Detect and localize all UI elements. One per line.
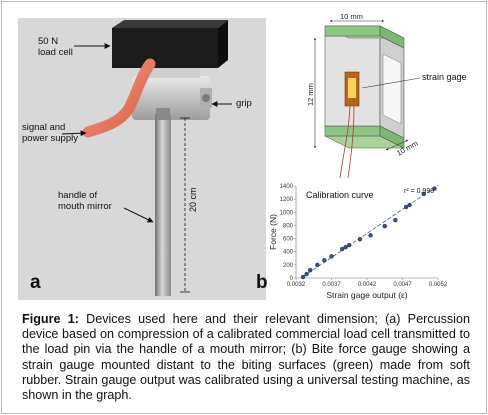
figure-artwork: 0.0032 0.0037 0.0042 0.0047 0.0052 0 200 400 600…	[18, 18, 448, 300]
label-length-20cm: 20 cm	[188, 187, 198, 212]
figure-caption: Figure 1: Devices used here and their re…	[22, 312, 470, 403]
x-tick-label: 0.0047	[393, 282, 412, 288]
figure-caption-text: Devices used here and their relevant dim…	[22, 312, 470, 403]
x-tick-label: 0.0032	[287, 282, 306, 288]
label-strain-gage: strain gage	[422, 72, 467, 82]
data-point	[315, 262, 320, 268]
y-tick-label: 1400	[280, 184, 294, 190]
grip-clamp	[132, 68, 212, 120]
label-width-dim: 10 mm	[340, 12, 363, 21]
panel-b-label: b	[256, 272, 268, 293]
y-tick-label: 1200	[280, 197, 294, 203]
y-tick-label: 400	[283, 250, 294, 256]
x-axis-label: Strain gage output (ε)	[326, 290, 407, 300]
r-squared-annotation: r² = 0.998	[404, 188, 434, 195]
y-axis-label: Force (N)	[268, 214, 278, 250]
y-tick-label: 200	[283, 263, 294, 269]
arrow-handle	[123, 207, 154, 223]
data-point	[357, 237, 363, 242]
label-height-dim: 12 mm	[306, 83, 315, 106]
data-point	[322, 258, 327, 263]
data-point	[382, 223, 387, 229]
label-calibration-curve: Calibration curve	[306, 190, 374, 200]
gauge-dimension-lines	[313, 19, 409, 151]
data-point	[421, 191, 426, 197]
arrow-strain-gage	[361, 77, 421, 89]
x-tick-label: 0.0037	[322, 282, 341, 288]
data-point	[347, 242, 352, 248]
figure-caption-label: Figure 1:	[22, 312, 79, 326]
x-tick-label: 0.0042	[358, 282, 377, 288]
data-point	[300, 274, 306, 280]
data-point	[343, 244, 348, 250]
bite-force-gauge-drawing	[324, 25, 405, 179]
load-cell-device	[112, 20, 228, 68]
data-point	[407, 202, 412, 208]
data-point	[339, 246, 345, 252]
signal-cable	[82, 58, 156, 138]
arrow-signal	[61, 130, 87, 137]
calibration-chart: 0.0032 0.0037 0.0042 0.0047 0.0052 0 200 400 600…	[268, 184, 448, 300]
x-tick-label: 0.0052	[429, 282, 448, 288]
data-point	[308, 267, 313, 273]
data-point	[432, 186, 437, 191]
data-point	[329, 254, 334, 259]
length-dimension-line	[180, 117, 190, 293]
label-grip: grip	[236, 98, 252, 109]
data-point	[403, 204, 409, 210]
panel-a-label: a	[30, 272, 41, 293]
y-tick-label: 1000	[280, 210, 294, 216]
y-tick-label: 800	[283, 223, 294, 229]
data-point	[368, 233, 373, 238]
data-point	[304, 271, 309, 277]
y-tick-label: 0	[290, 276, 294, 282]
mouth-mirror-handle	[155, 114, 171, 296]
y-tick-label: 600	[283, 237, 294, 243]
data-point	[393, 217, 398, 223]
